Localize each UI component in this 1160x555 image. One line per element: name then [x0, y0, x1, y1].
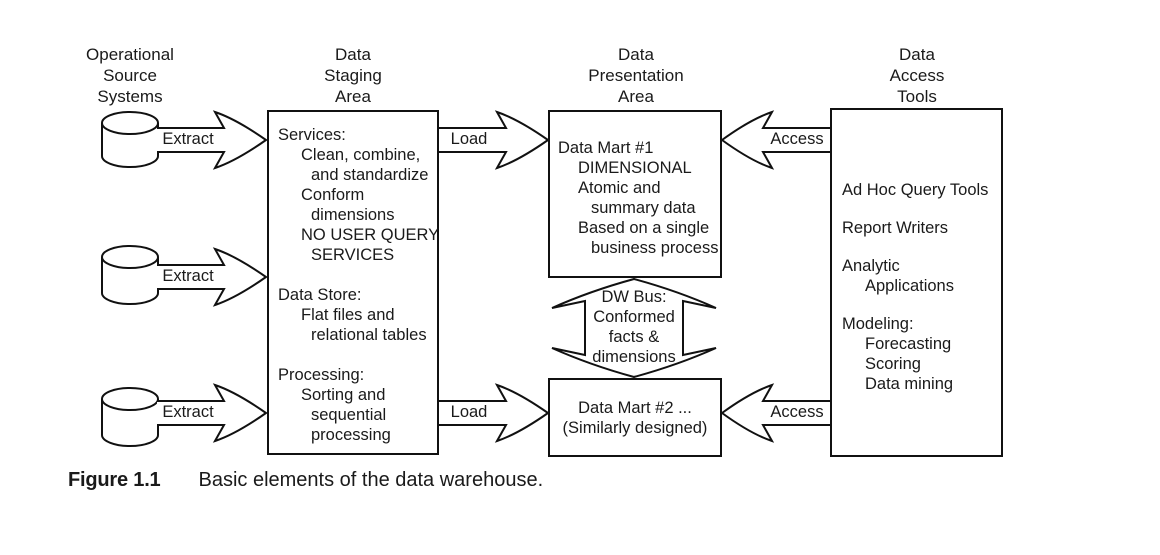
- staging-services-group: Services: Clean, combine, and standardiz…: [278, 125, 440, 265]
- column-title-data-access-tools: Data Access Tools: [889, 45, 945, 106]
- extract-arrow-icon: [157, 247, 268, 307]
- column-title-data-staging-area: Data Staging Area: [324, 45, 382, 106]
- extract-arrow-label: Extract: [162, 130, 214, 148]
- data-mart-1-content: Data Mart #1 DIMENSIONAL Atomic and summ…: [550, 112, 720, 258]
- staging-line: Sorting and: [301, 386, 386, 404]
- data-mart-2-content: Data Mart #2 ... (Similarly designed): [548, 378, 722, 457]
- column-title-operational-source-systems: Operational Source Systems: [86, 45, 174, 106]
- data-mart-1-line: summary data: [591, 199, 696, 217]
- data-access-tools-box: Ad Hoc Query Tools Report Writers Analyt…: [830, 108, 1003, 457]
- dw-bus-line: DW Bus:: [601, 288, 667, 306]
- extract-arrow-label: Extract: [162, 267, 214, 285]
- access-tools-line: Modeling:: [842, 315, 914, 333]
- dw-bus-double-arrow-icon: [551, 277, 717, 379]
- access-tools-group: Modeling: Forecasting Scoring Data minin…: [842, 314, 999, 394]
- database-cylinder-icon: [101, 387, 159, 447]
- data-mart-1-box: Data Mart #1 DIMENSIONAL Atomic and summ…: [548, 110, 722, 278]
- staging-line: Data Store:: [278, 286, 362, 304]
- access-tools-content: Ad Hoc Query Tools Report Writers Analyt…: [832, 110, 1001, 394]
- figure-caption-text: Basic elements of the data warehouse.: [198, 469, 544, 491]
- staging-line: Clean, combine,: [301, 146, 421, 164]
- dw-bus-line: facts &: [608, 328, 660, 346]
- figure-caption: Figure 1.1 Basic elements of the data war…: [68, 469, 543, 492]
- column-title-data-presentation-area: Data Presentation Area: [588, 45, 684, 106]
- load-arrow-label: Load: [450, 130, 488, 148]
- access-arrow-icon: [720, 110, 830, 170]
- dw-bus-line: Conformed: [593, 308, 675, 326]
- data-mart-2-line: (Similarly designed): [562, 418, 708, 437]
- staging-line: Services:: [278, 126, 346, 144]
- staging-line: and standardize: [311, 166, 429, 184]
- extract-arrow-icon: [157, 110, 268, 170]
- figure-caption-label: Figure 1.1: [68, 469, 161, 491]
- data-mart-2-box: [548, 378, 722, 457]
- staging-line: Flat files and: [301, 306, 395, 324]
- extract-arrow-icon: [157, 383, 268, 443]
- data-mart-1-line: DIMENSIONAL: [578, 159, 692, 177]
- staging-line: sequential: [311, 406, 387, 424]
- staging-line: NO USER QUERY: [301, 226, 440, 244]
- access-tools-line: Ad Hoc Query Tools: [842, 181, 989, 199]
- staging-processing-group: Processing: Sorting and sequential proce…: [278, 365, 434, 445]
- data-mart-1-line: Data Mart #1: [558, 139, 654, 157]
- database-cylinder-icon: [101, 245, 159, 305]
- data-mart-2-line: Data Mart #2 ...: [578, 398, 692, 417]
- access-arrow-label: Access: [770, 403, 824, 421]
- access-tools-line: Applications: [865, 277, 954, 295]
- access-tools-group: Ad Hoc Query Tools: [842, 180, 999, 200]
- access-tools-line: Analytic: [842, 257, 900, 275]
- staging-line: Conform: [301, 186, 365, 204]
- access-tools-line: Forecasting: [865, 335, 952, 353]
- access-tools-line: Scoring: [865, 355, 921, 373]
- data-mart-1-line: Based on a single: [578, 219, 710, 237]
- access-tools-line: Report Writers: [842, 219, 949, 237]
- dw-bus-label: DW Bus: Conformed facts & dimensions: [560, 287, 708, 367]
- staging-box-content: Services: Clean, combine, and standardiz…: [269, 112, 440, 445]
- staging-line: relational tables: [311, 326, 427, 344]
- data-mart-1-line: business process: [591, 239, 719, 257]
- staging-line: dimensions: [311, 206, 395, 224]
- staging-datastore-group: Data Store: Flat files and relational ta…: [278, 285, 434, 345]
- staging-line: processing: [311, 426, 391, 444]
- access-arrow-icon: [720, 383, 830, 443]
- access-tools-group: Report Writers: [842, 218, 999, 238]
- staging-line: SERVICES: [311, 246, 395, 264]
- staging-line: Processing:: [278, 366, 365, 384]
- database-cylinder-icon: [101, 111, 159, 168]
- data-staging-area-box: Services: Clean, combine, and standardiz…: [267, 110, 439, 455]
- extract-arrow-label: Extract: [162, 403, 214, 421]
- access-arrow-label: Access: [770, 130, 824, 148]
- load-arrow-label: Load: [450, 403, 488, 421]
- dw-bus-line: dimensions: [592, 348, 676, 366]
- data-mart-1-line: Atomic and: [578, 179, 661, 197]
- access-tools-group: Analytic Applications: [842, 256, 999, 296]
- access-tools-line: Data mining: [865, 375, 954, 393]
